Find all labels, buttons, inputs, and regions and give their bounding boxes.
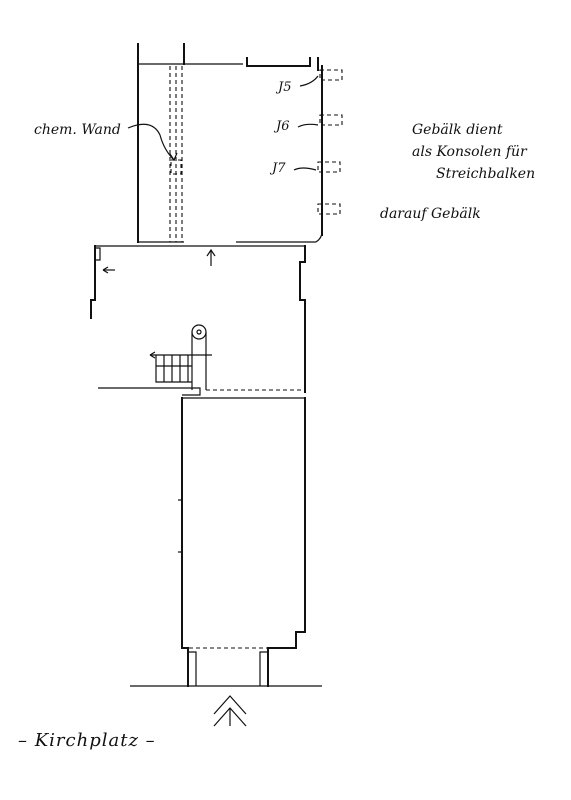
- beam-ends: [317, 69, 343, 215]
- beam-label-j7: J7: [269, 161, 286, 176]
- beam-leader-j6: [297, 123, 319, 128]
- left-fragment: [90, 245, 115, 319]
- double-chevron-arrow-icon: [213, 695, 247, 727]
- beam-on-top-label: darauf Gebälk: [380, 206, 481, 222]
- beam-label-j6: J6: [273, 119, 289, 134]
- rear-room: [137, 43, 323, 243]
- former-wall-arrow: [127, 123, 175, 161]
- beam-note-line3: Streichbalken: [436, 166, 535, 182]
- passage: [95, 245, 305, 266]
- beam-leader-j5: [299, 75, 319, 87]
- square-label: – Kirchplatz –: [18, 730, 156, 751]
- beam-note-line2: als Konsolen für: [412, 144, 528, 160]
- beam-label-j5: J5: [275, 80, 291, 95]
- staircase: [149, 324, 212, 390]
- former-wall-arrowhead: [169, 152, 178, 162]
- beam-note-line1: Gebälk dient: [412, 122, 503, 138]
- former-wall-label: chem. Wand: [34, 122, 121, 138]
- beam-leader-j7: [293, 167, 317, 171]
- main-building: [98, 245, 322, 687]
